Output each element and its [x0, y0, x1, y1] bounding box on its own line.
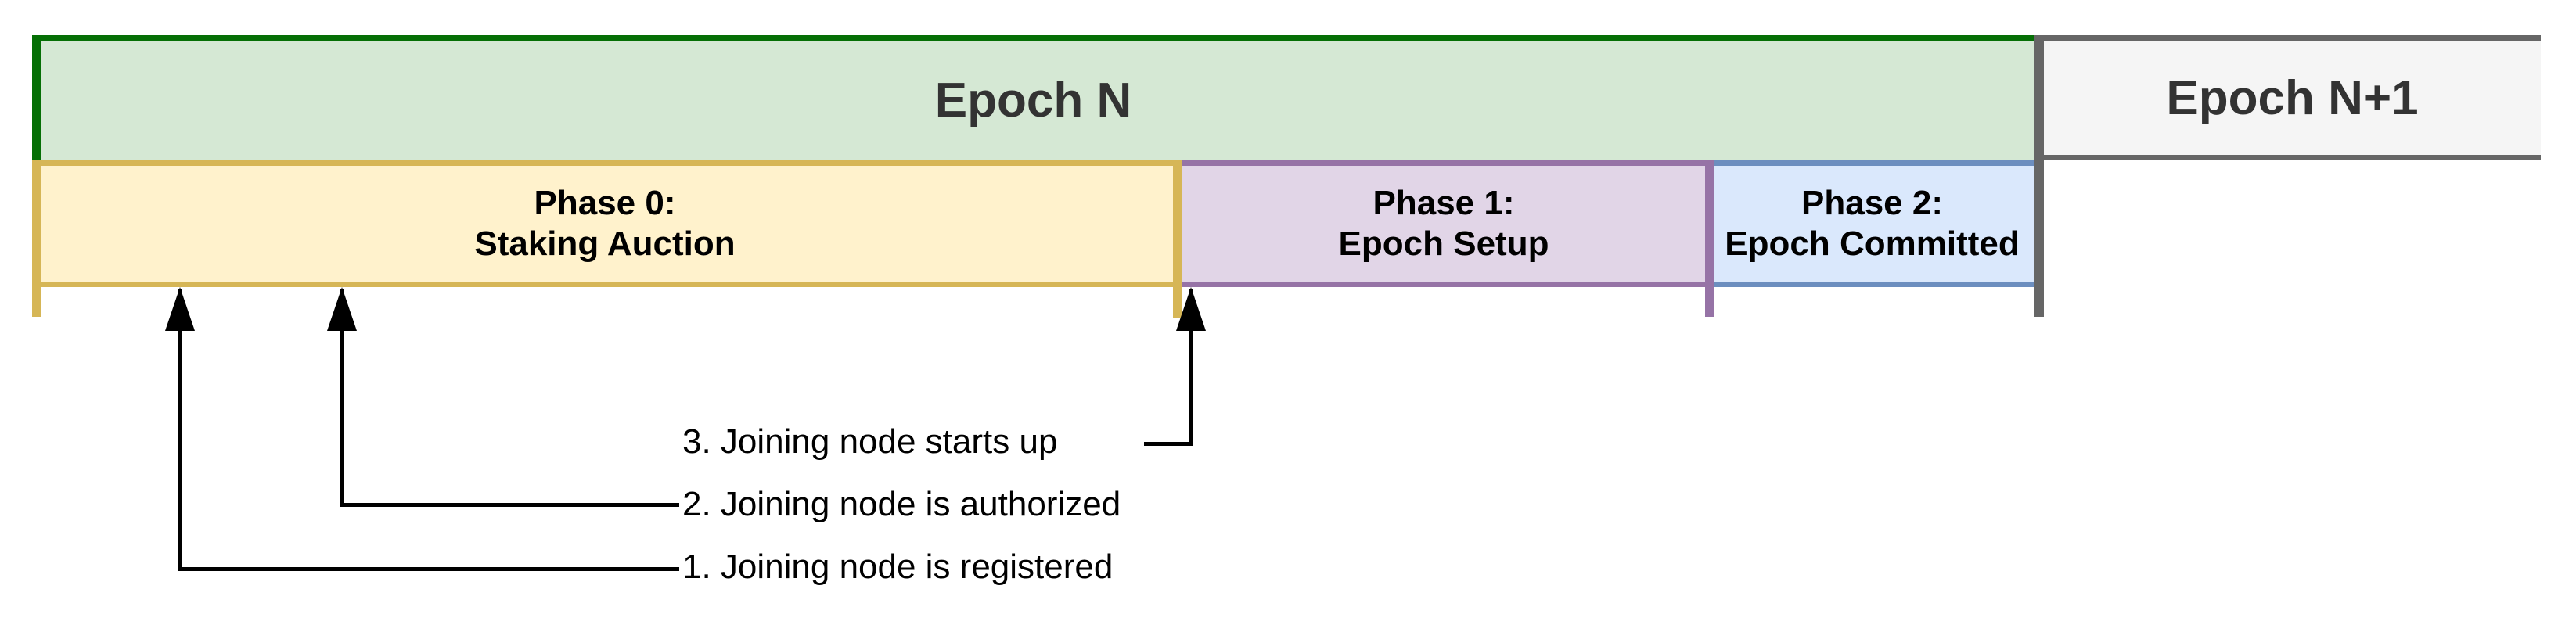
phase-2-title: Phase 2:: [1801, 184, 1943, 222]
epoch-n-start-tick: [32, 35, 41, 160]
phase-0-start-tick: [32, 160, 41, 317]
annotation-3-arrowhead-icon: [1176, 287, 1206, 331]
phase-2-label: Phase 2: Epoch Committed: [1725, 183, 2019, 264]
annotation-1-arrowhead-icon: [165, 287, 195, 331]
phase-2-epoch-committed-box: Phase 2: Epoch Committed: [1710, 160, 2035, 287]
phase-0-label: Phase 0: Staking Auction: [474, 183, 735, 264]
phase-2-subtitle: Epoch Committed: [1725, 224, 2020, 263]
epoch-boundary-tick: [2034, 35, 2044, 317]
annotation-3-arrow-line-vertical: [1189, 289, 1193, 446]
phase-1-label: Phase 1: Epoch Setup: [1339, 183, 1549, 264]
phase-0-subtitle: Staking Auction: [474, 224, 736, 263]
phase-1-epoch-setup-box: Phase 1: Epoch Setup: [1178, 160, 1710, 287]
annotation-3-arrow-line-horizontal: [1144, 442, 1193, 446]
epoch-n-label: Epoch N: [934, 74, 1132, 127]
epoch-n-plus-1-label: Epoch N+1: [2166, 70, 2419, 125]
annotation-2-arrow-line-vertical: [340, 289, 344, 507]
phase-1-title: Phase 1:: [1373, 184, 1515, 222]
annotation-1-arrow-line-horizontal: [178, 567, 679, 571]
annotation-1-arrow-line-vertical: [178, 289, 182, 571]
phase-0-staking-auction-box: Phase 0: Staking Auction: [32, 160, 1178, 287]
epoch-n-box: Epoch N: [32, 35, 2035, 160]
phase-0-title: Phase 0:: [534, 184, 676, 222]
epoch-n-plus-1-box: Epoch N+1: [2044, 35, 2541, 160]
annotation-2-arrow-line-horizontal: [340, 503, 679, 507]
annotation-2-arrowhead-icon: [327, 287, 357, 331]
annotation-1-label: 1. Joining node is registered: [682, 548, 1114, 586]
phase-1-end-tick: [1705, 160, 1714, 317]
phase-0-end-tick: [1173, 160, 1182, 318]
annotation-2-label: 2. Joining node is authorized: [682, 485, 1121, 523]
phase-1-subtitle: Epoch Setup: [1338, 224, 1549, 263]
annotation-3-label: 3. Joining node starts up: [682, 422, 1058, 461]
